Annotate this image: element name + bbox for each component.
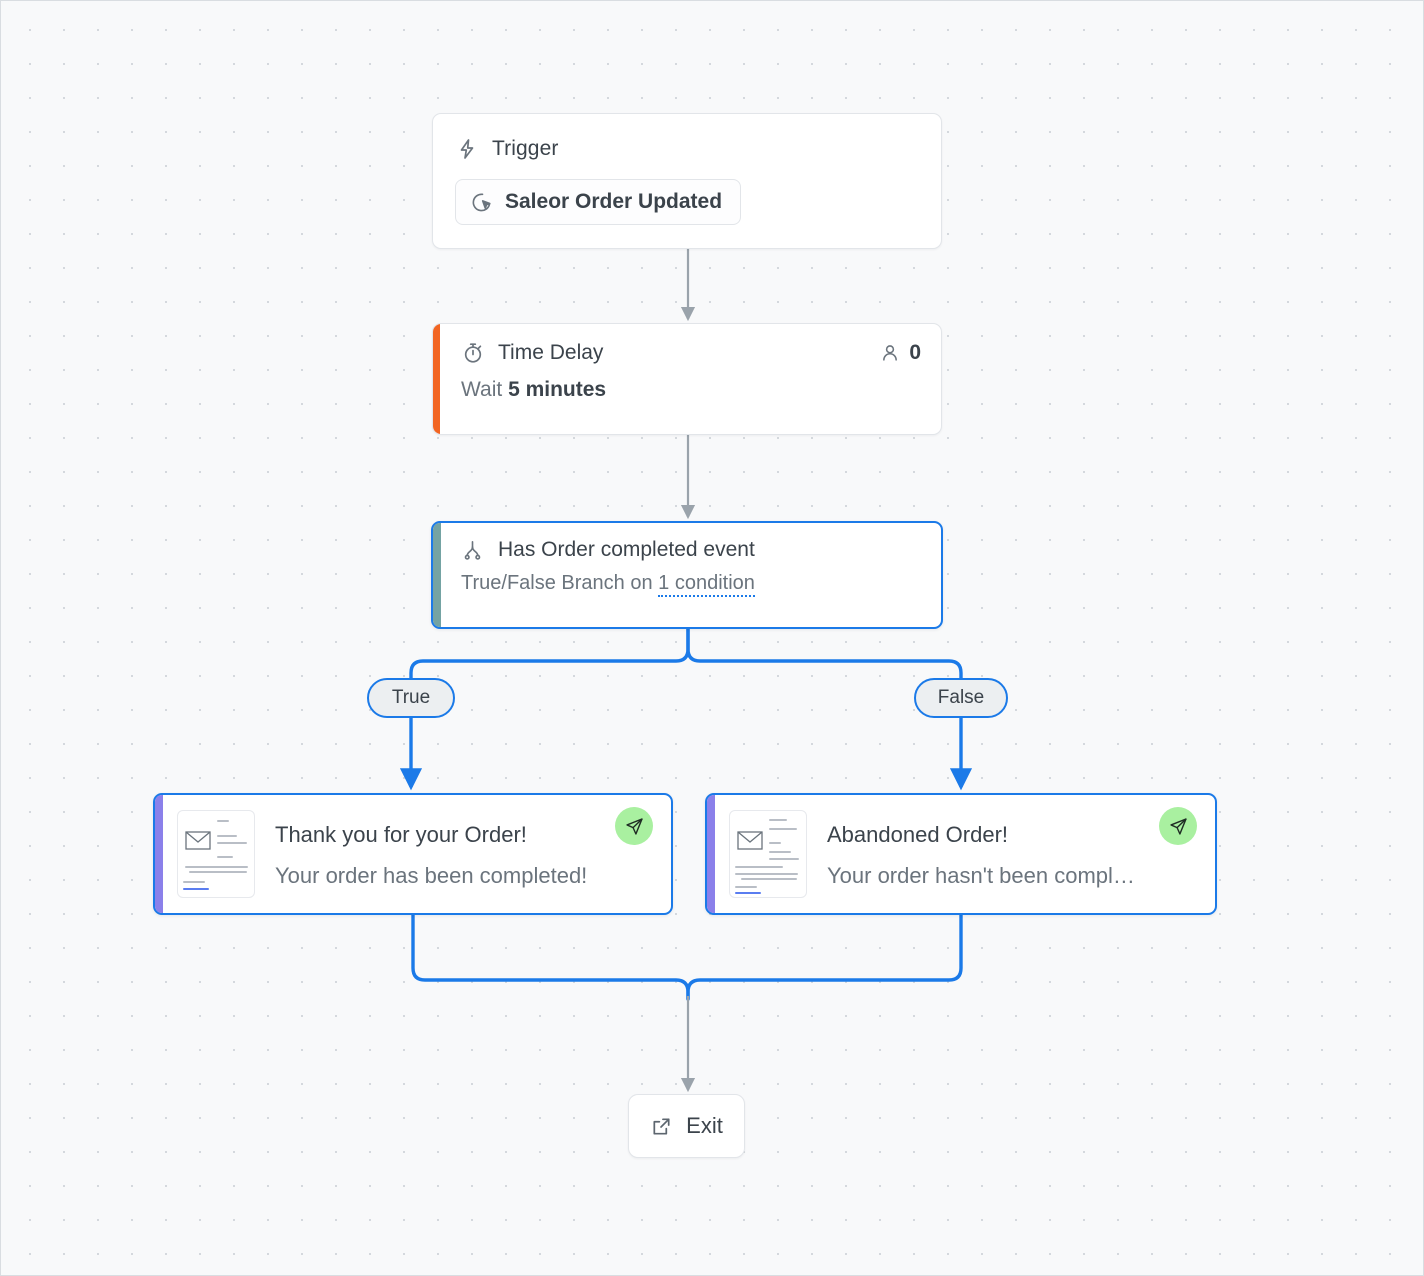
edge-branch-to-true [409, 627, 690, 680]
trigger-header: Trigger [455, 134, 919, 164]
branch-outcome-true[interactable]: True [367, 678, 455, 718]
time-delay-count-value: 0 [909, 341, 921, 364]
exit-node[interactable]: Exit [628, 1094, 745, 1158]
branch-subtitle: True/False Branch on 1 condition [461, 572, 921, 597]
branch-fork-icon [461, 539, 484, 562]
edge-email-false-to-merge [686, 913, 963, 1001]
stopwatch-icon [461, 341, 485, 365]
email-send-status-badge [1159, 807, 1197, 845]
time-delay-detail-value: 5 minutes [508, 378, 607, 401]
branch-node[interactable]: Has Order completed event True/False Bra… [431, 521, 943, 629]
branch-subtitle-prefix: True/False Branch on [461, 572, 653, 594]
branch-outcome-false[interactable]: False [914, 678, 1008, 718]
send-plane-icon [1168, 816, 1189, 837]
exit-label: Exit [686, 1113, 723, 1138]
trigger-source-label: Saleor Order Updated [505, 190, 723, 213]
edge-email-true-to-merge [411, 913, 690, 1001]
branch-outcome-false-label: False [937, 687, 985, 708]
person-icon [879, 342, 901, 364]
envelope-icon [185, 831, 211, 850]
trigger-node[interactable]: Trigger Saleor Order Updated [432, 113, 942, 249]
envelope-icon [737, 831, 763, 850]
email-template-thumbnail[interactable] [729, 810, 807, 898]
external-link-icon [650, 1115, 673, 1138]
email-accent-bar [155, 795, 163, 913]
time-delay-node[interactable]: Time Delay 0 Wait 5 minutes [432, 323, 942, 435]
thumbnail-text-lines [178, 811, 254, 897]
email-preview: Your order hasn't been comple... [827, 862, 1139, 888]
time-delay-detail: Wait 5 minutes [461, 378, 921, 402]
email-template-thumbnail[interactable] [177, 810, 255, 898]
email-preview: Your order has been completed! [275, 862, 588, 888]
email-subject: Thank you for your Order! [275, 821, 527, 847]
time-delay-count: 0 [879, 341, 921, 365]
thumbnail-text-lines [730, 811, 806, 897]
email-send-status-badge [615, 807, 653, 845]
email-subject: Abandoned Order! [827, 821, 1009, 847]
email-node-thank-you[interactable]: Thank you for your Order! Your order has… [153, 793, 673, 915]
branch-accent-bar [433, 523, 441, 627]
branch-condition-link[interactable]: 1 condition [658, 572, 755, 597]
email-accent-bar [707, 795, 715, 913]
edge-branch-to-false [686, 627, 963, 680]
branch-outcome-true-label: True [391, 687, 431, 708]
saleor-cursor-icon [471, 191, 494, 214]
time-delay-detail-prefix: Wait [461, 378, 503, 401]
send-plane-icon [624, 816, 645, 837]
trigger-title: Trigger [492, 137, 559, 160]
trigger-source-chip[interactable]: Saleor Order Updated [455, 179, 742, 225]
time-delay-title: Time Delay [498, 341, 604, 364]
branch-title: Has Order completed event [498, 538, 755, 561]
time-delay-accent-bar [433, 324, 440, 434]
email-node-abandoned-order[interactable]: Abandoned Order! Your order hasn't been … [705, 793, 1217, 915]
lightning-bolt-icon [455, 137, 479, 161]
